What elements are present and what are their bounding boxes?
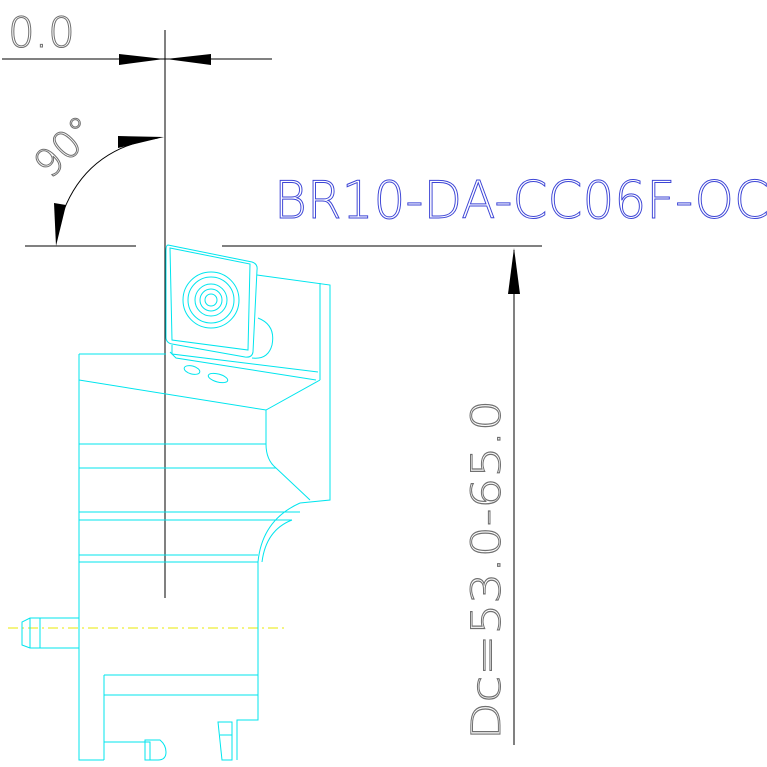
top-dimension-label: 0.0: [8, 8, 75, 57]
part-number-label: BR10-DA-CC06F-OC: [274, 171, 767, 231]
arrow-left-top: [119, 54, 164, 65]
arrow-angle-left: [54, 203, 66, 246]
angle-dimension-label: 90°: [25, 108, 104, 187]
arrow-right-top: [166, 54, 211, 65]
left-pin: [21, 617, 79, 649]
arrow-angle-top: [118, 136, 164, 148]
arrow-diameter-up: [508, 248, 520, 294]
insert-outline: [165, 244, 258, 358]
insert-screw: [182, 271, 240, 329]
tool-holder-outline: [21, 244, 331, 761]
diameter-range-label: Dc=53.0-65.0: [464, 400, 510, 740]
dimension-arrows: [54, 54, 520, 294]
